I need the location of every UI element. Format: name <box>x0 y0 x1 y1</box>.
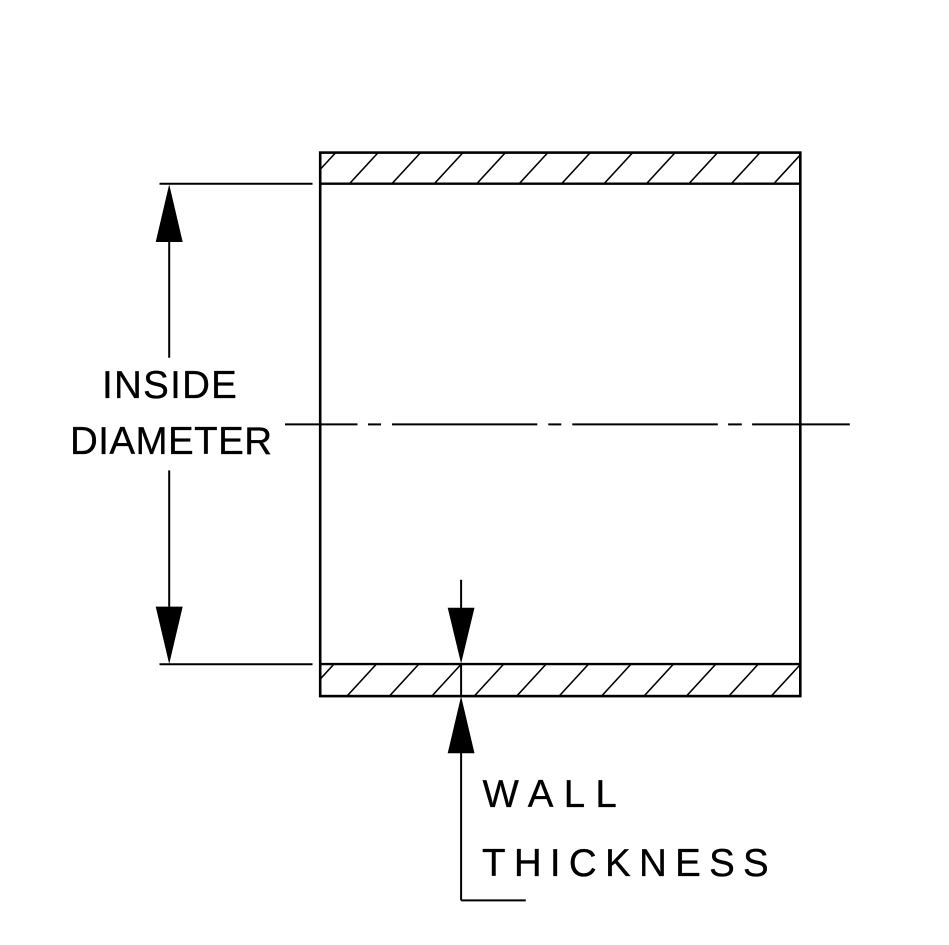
svg-text:DIAMETER: DIAMETER <box>70 420 273 463</box>
svg-text:THICKNESS: THICKNESS <box>482 842 777 885</box>
svg-text:WALL: WALL <box>483 773 628 816</box>
svg-text:INSIDE: INSIDE <box>102 364 238 407</box>
